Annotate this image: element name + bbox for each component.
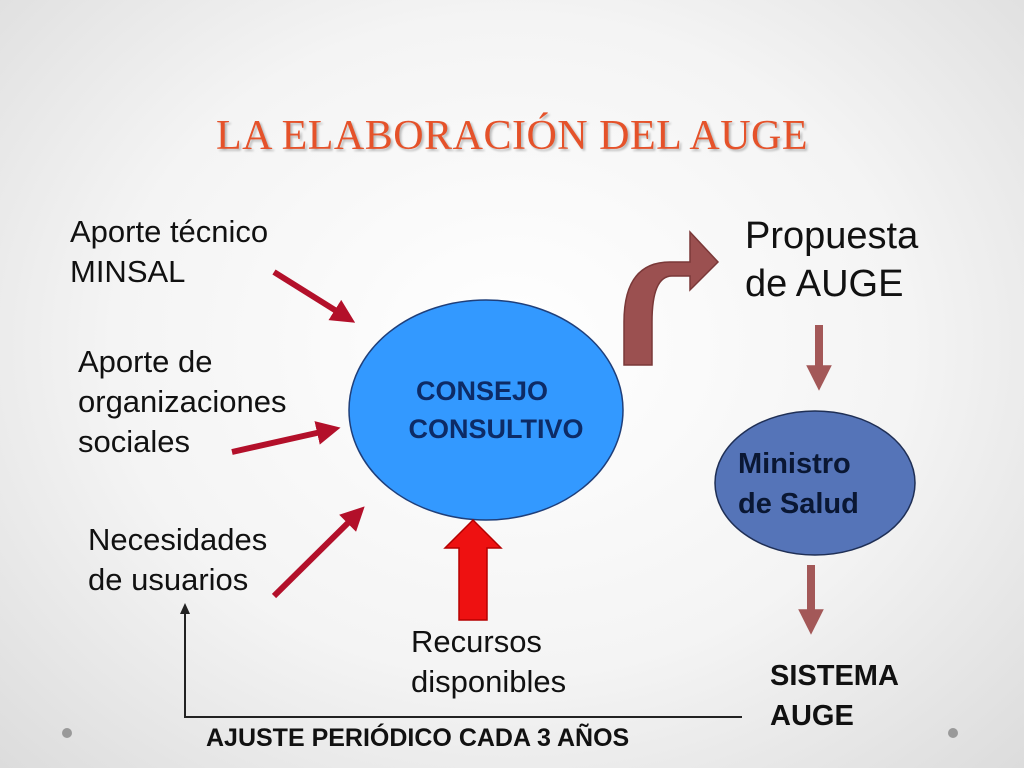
propuesta-line1: Propuesta [745, 215, 919, 257]
corner-dot-right [948, 728, 958, 738]
label-aporte-tecnico-line2: MINSAL [70, 254, 186, 289]
arrow-aporte-tecnico [272, 269, 356, 323]
consejo-line1: CONSEJO [415, 376, 549, 406]
propuesta-line2: de AUGE [745, 263, 904, 305]
ministro-line1: Ministro [738, 448, 851, 480]
label-aporte-tecnico: Aporte técnico MINSAL [70, 212, 268, 292]
label-aporte-org-line2: organizaciones [78, 384, 287, 419]
arrow-aporte-organizaciones [231, 421, 341, 455]
ministro-de-salud-label: Ministro de Salud [738, 444, 898, 524]
feedback-arrowhead [180, 603, 190, 614]
arrow-necesidades [271, 506, 365, 599]
label-sistema-auge: SISTEMA AUGE [770, 656, 899, 736]
sistema-line1: SISTEMA [770, 660, 899, 692]
consejo-consultivo-label: CONSEJO CONSULTIVO [366, 372, 626, 448]
consejo-consultivo-node [348, 299, 624, 521]
corner-dot-left [62, 728, 72, 738]
slide-title: LA ELABORACIÓN DEL AUGE [215, 113, 809, 159]
label-recursos-line1: Recursos [411, 624, 542, 659]
label-necesidades: Necesidades de usuarios [88, 520, 267, 600]
arrow-recursos [443, 518, 503, 621]
label-necesidades-line1: Necesidades [88, 522, 268, 557]
label-recursos: Recursos disponibles [411, 622, 566, 702]
label-aporte-organizaciones: Aporte de organizaciones sociales [78, 342, 287, 462]
sistema-line2: AUGE [770, 700, 854, 732]
ministro-line2: de Salud [738, 488, 859, 520]
ministro-de-salud-node [714, 410, 916, 556]
label-aporte-tecnico-line1: Aporte técnico [70, 214, 269, 249]
label-necesidades-line2: de usuarios [88, 562, 249, 597]
curved-arrow-propuesta [623, 230, 720, 366]
feedback-loop-line [184, 612, 742, 718]
label-aporte-org-line3: sociales [78, 424, 190, 459]
label-propuesta-auge: Propuesta de AUGE [745, 212, 918, 308]
label-recursos-line2: disponibles [411, 664, 567, 699]
feedback-label: AJUSTE PERIÓDICO CADA 3 AÑOS [206, 724, 630, 752]
consejo-line2: CONSULTIVO [408, 414, 584, 444]
label-aporte-org-line1: Aporte de [78, 344, 213, 379]
